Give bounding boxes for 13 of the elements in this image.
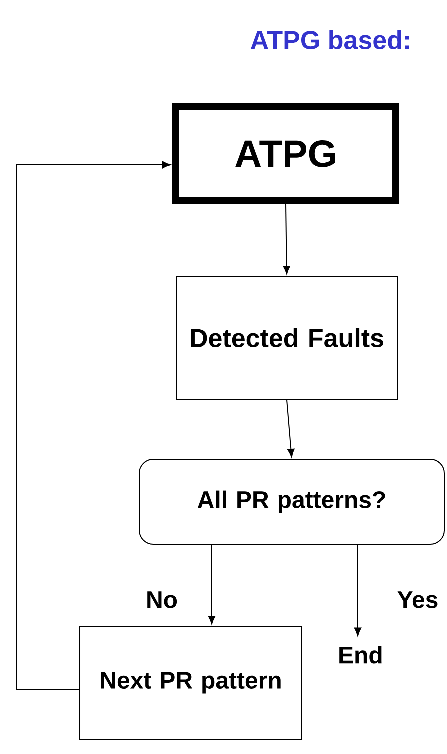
text-label: End [340, 646, 382, 664]
arrow [283, 204, 290, 275]
title: ATPG based: [250, 30, 410, 50]
process-box: ATPG [172, 104, 400, 204]
arrow [286, 400, 295, 458]
edge-label: No [145, 590, 179, 610]
arrow [208, 544, 216, 625]
decision-box: All PR patterns? [139, 459, 445, 545]
arrow [354, 544, 362, 636]
process-box: Detected Faults [176, 276, 398, 400]
edge-label: Yes [396, 590, 440, 610]
process-box: Next PR pattern [80, 626, 302, 740]
arrow [16, 161, 172, 690]
